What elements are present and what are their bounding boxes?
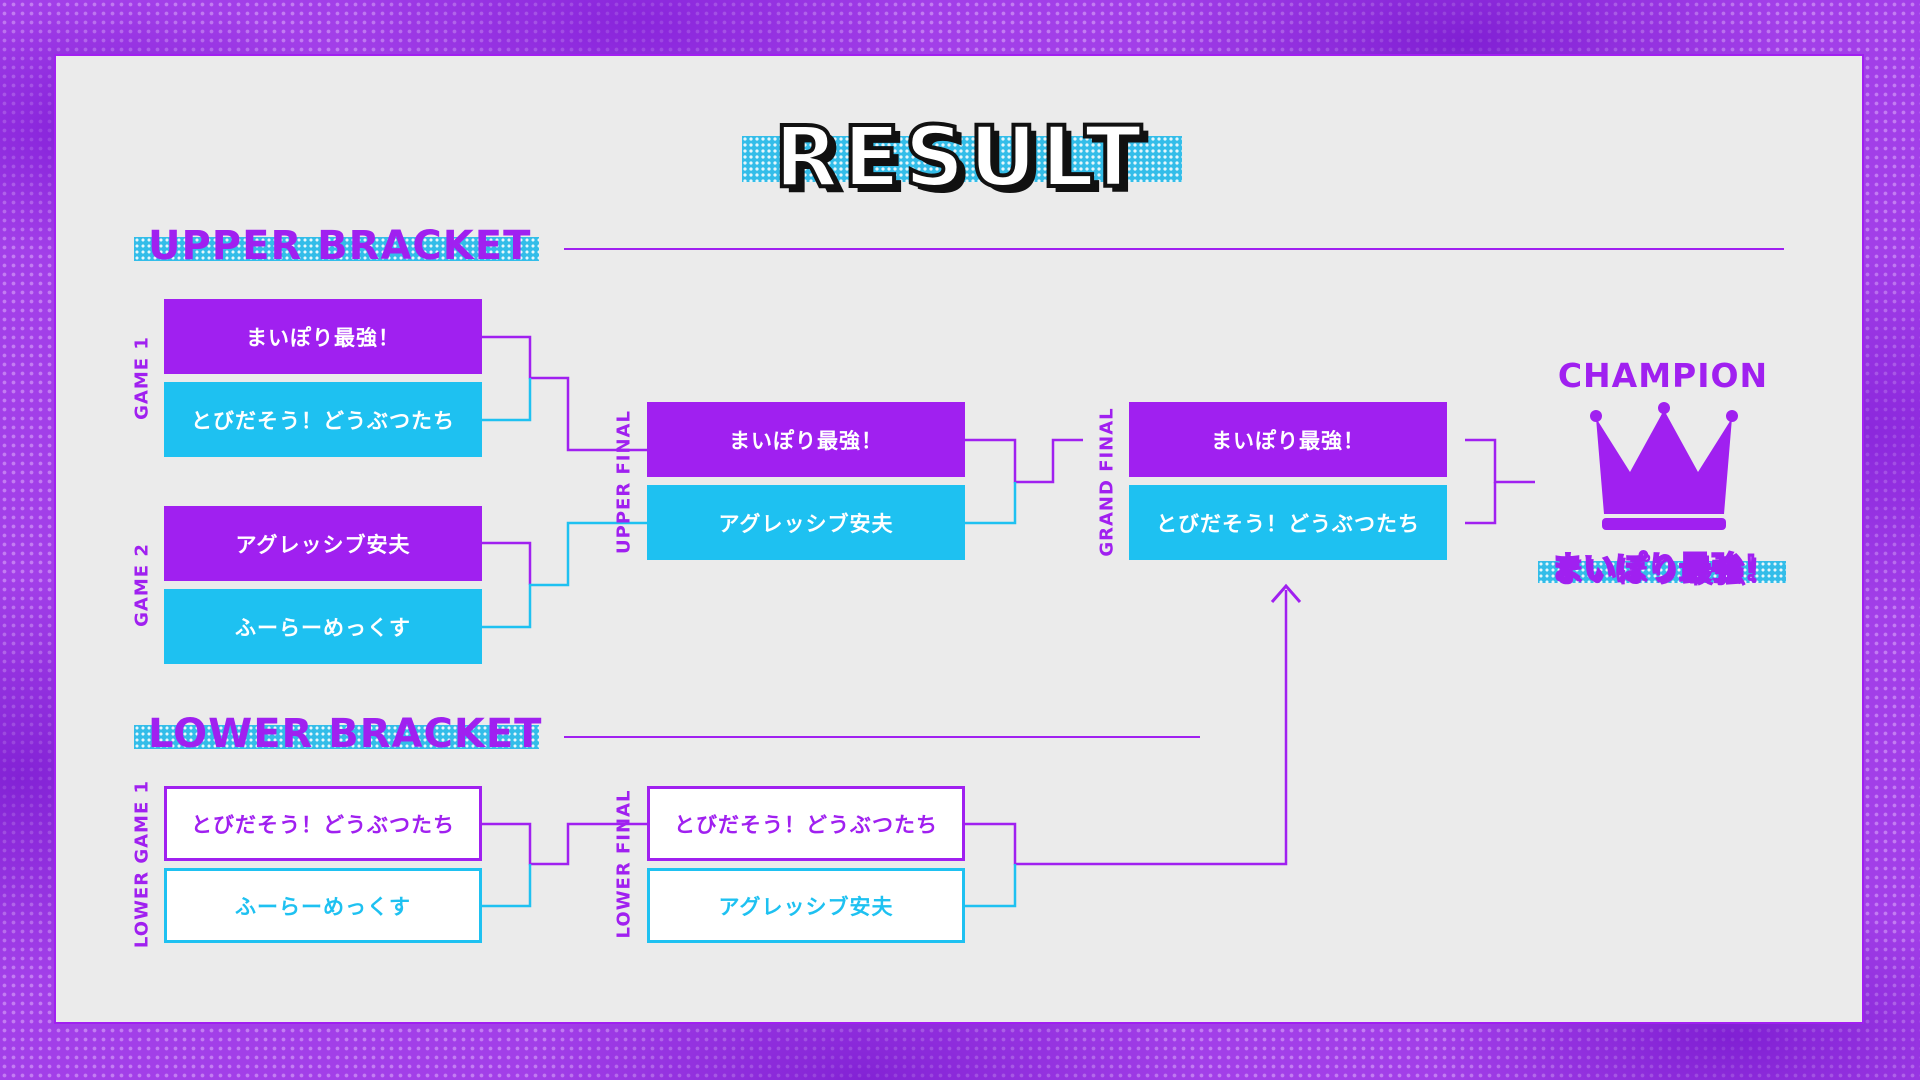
grand-final-winner-slot[interactable]: まいぽり最強！ <box>1129 402 1447 477</box>
upper-final-loser-slot[interactable]: アグレッシブ安夫 <box>647 485 965 560</box>
upper-bracket-rule <box>564 248 1784 250</box>
grand-final-loser-slot[interactable]: とびだそう！どうぶつたち <box>1129 485 1447 560</box>
game1-loser-slot[interactable]: とびだそう！どうぶつたち <box>164 382 482 457</box>
game2-winner-slot[interactable]: アグレッシブ安夫 <box>164 506 482 581</box>
lower-bracket-title: LOWER BRACKET <box>148 711 543 757</box>
lower-game1-winner-slot[interactable]: とびだそう！どうぶつたち <box>164 786 482 861</box>
lower-game1-loser-slot[interactable]: ふーらーめっくす <box>164 868 482 943</box>
lower-final-loser-slot[interactable]: アグレッシブ安夫 <box>647 868 965 943</box>
champion-name: まいぽり最強！ <box>1550 548 1776 588</box>
upper-bracket-underlay <box>134 237 539 261</box>
lower-final-winner-slot[interactable]: とびだそう！どうぶつたち <box>647 786 965 861</box>
game2-loser-slot[interactable]: ふーらーめっくす <box>164 589 482 664</box>
upper-bracket-title: UPPER BRACKET <box>148 223 532 269</box>
upper-final-winner-slot[interactable]: まいぽり最強！ <box>647 402 965 477</box>
champion-label: CHAMPION <box>1557 356 1769 395</box>
game1-winner-slot[interactable]: まいぽり最強！ <box>164 299 482 374</box>
lower-bracket-rule <box>564 736 1200 738</box>
crown-icon <box>1590 402 1738 530</box>
champion-name-underlay <box>1538 561 1786 583</box>
title-underlay <box>742 136 1182 182</box>
lower-bracket-underlay <box>134 725 539 749</box>
page-title: RESULT <box>772 108 1146 206</box>
